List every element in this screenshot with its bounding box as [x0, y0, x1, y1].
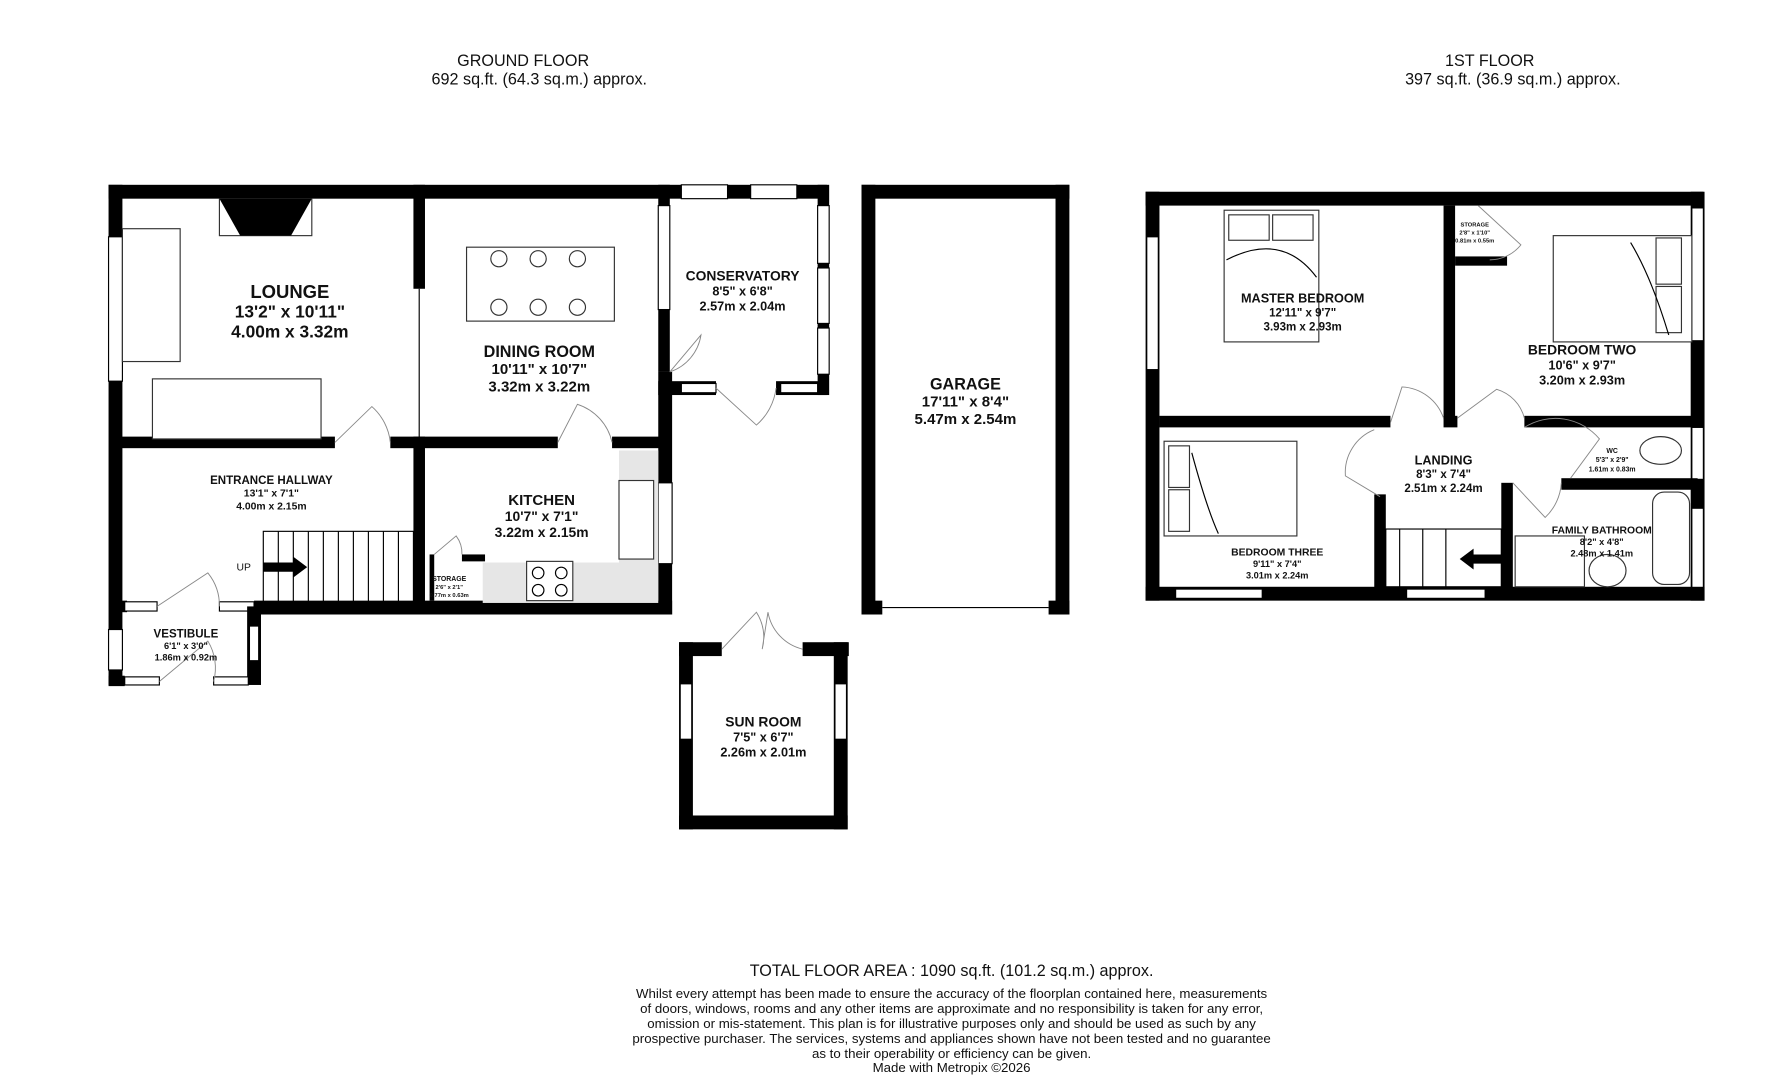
room-metric: 3.22m x 2.15m	[495, 524, 589, 540]
ground-floor-fixtures	[121, 198, 659, 604]
room-name: LANDING	[1415, 453, 1473, 467]
room-name: STORAGE	[432, 576, 466, 583]
shower-tray	[1514, 535, 1586, 588]
room-metric: 2.57m x 2.04m	[700, 300, 786, 314]
room-imperial: 9'11" x 7'4"	[1253, 559, 1302, 569]
room-name: LOUNGE	[250, 281, 329, 302]
room-imperial: 7'5" x 6'7"	[733, 731, 793, 745]
staircase	[1385, 528, 1502, 588]
ground-floor-title: GROUND FLOOR	[457, 52, 589, 70]
hob	[526, 560, 574, 602]
room-metric: 4.00m x 2.15m	[236, 501, 306, 512]
room-metric: 1.86m x 0.92m	[155, 653, 218, 663]
room-imperial: 10'11" x 10'7"	[492, 361, 588, 378]
room-imperial: 8'3" x 7'4"	[1416, 469, 1471, 481]
credit: Made with Metropix ©2026	[873, 1060, 1031, 1075]
first-floor-area: 397 sq.ft. (36.9 sq.m.) approx.	[1405, 70, 1621, 88]
room-name: BEDROOM THREE	[1231, 548, 1323, 559]
room-metric: 2.26m x 2.01m	[720, 746, 806, 760]
room-imperial: 13'2" x 10'11"	[235, 302, 345, 322]
room-imperial: 10'6" x 9'7"	[1548, 359, 1615, 373]
arrow-icon	[1459, 548, 1502, 570]
room-imperial: 17'11" x 8'4"	[922, 394, 1009, 411]
room-metric: 3.01m x 2.24m	[1246, 571, 1309, 581]
first-floor-fixtures	[1163, 209, 1693, 588]
disclaimer-line: prospective purchaser. The services, sys…	[632, 1031, 1270, 1046]
bath	[1651, 491, 1691, 586]
basin	[1588, 553, 1627, 588]
room-metric: 3.20m x 2.93m	[1539, 374, 1625, 388]
sink	[618, 479, 655, 560]
room-metric: 3.93m x 2.93m	[1264, 321, 1342, 333]
disclaimer-line: of doors, windows, rooms and any other i…	[640, 1001, 1263, 1016]
room-name: DINING ROOM	[484, 343, 595, 361]
disclaimer-line: as to their operability or efficiency ca…	[812, 1046, 1091, 1061]
room-name: STORAGE	[1461, 222, 1490, 228]
room-name: VESTIBULE	[154, 629, 219, 641]
room-name: FAMILY BATHROOM	[1552, 526, 1652, 537]
room-imperial: 8'5" x 6'8"	[712, 285, 772, 299]
room-name: SUN ROOM	[725, 714, 801, 730]
room-metric: 2.51m x 2.24m	[1404, 483, 1482, 495]
stairs-up-label: UP	[236, 563, 250, 574]
staircase	[262, 530, 415, 604]
ground-floor-area: 692 sq.ft. (64.3 sq.m.) approx.	[432, 70, 648, 88]
first-floor-walls	[1145, 191, 1705, 601]
disclaimer-line: Whilst every attempt has been made to en…	[636, 986, 1268, 1001]
room-metric: 0.77m x 0.63m	[430, 593, 469, 599]
door	[334, 405, 391, 443]
room-imperial: 5'3" x 2'9"	[1596, 457, 1629, 464]
dining-table	[465, 246, 615, 322]
room-name: MASTER BEDROOM	[1241, 292, 1364, 306]
room-metric: 3.32m x 3.22m	[488, 379, 590, 396]
room-imperial: 8'2" x 4'8"	[1580, 537, 1624, 547]
total-floor-area: TOTAL FLOOR AREA : 1090 sq.ft. (101.2 sq…	[750, 962, 1154, 980]
room-metric: 0.81m x 0.55m	[1455, 239, 1494, 245]
room-name: KITCHEN	[508, 492, 575, 509]
first-floor-title: 1ST FLOOR	[1445, 52, 1534, 70]
room-imperial: 10'7" x 7'1"	[505, 508, 579, 524]
ground-floor-walls	[107, 184, 830, 687]
room-imperial: 2'6" x 2'1"	[436, 585, 464, 591]
room-metric: 4.00m x 3.32m	[231, 321, 348, 341]
room-imperial: 6'1" x 3'0"	[164, 641, 208, 651]
room-name: CONSERVATORY	[686, 268, 801, 284]
room-metric: 1.61m x 0.83m	[1589, 466, 1636, 473]
room-name: WC	[1606, 448, 1618, 455]
toilet	[1639, 436, 1683, 465]
sofa	[121, 228, 181, 363]
room-metric: 5.47m x 2.54m	[915, 411, 1017, 428]
room-name: BEDROOM TWO	[1528, 342, 1637, 358]
room-name: ENTRANCE HALLWAY	[210, 475, 333, 487]
sofa	[151, 378, 322, 440]
arrow-icon	[263, 556, 308, 578]
room-name: GARAGE	[930, 375, 1001, 393]
disclaimer-line: omission or mis-statement. This plan is …	[647, 1016, 1256, 1031]
room-metric: 2.48m x 1.41m	[1570, 549, 1633, 559]
room-imperial: 2'8" x 1'10"	[1459, 230, 1490, 236]
sun-room-walls	[679, 611, 849, 830]
room-imperial: 13'1" x 7'1"	[244, 489, 299, 500]
garage-walls	[861, 184, 1070, 615]
room-imperial: 12'11" x 9'7"	[1269, 307, 1336, 319]
